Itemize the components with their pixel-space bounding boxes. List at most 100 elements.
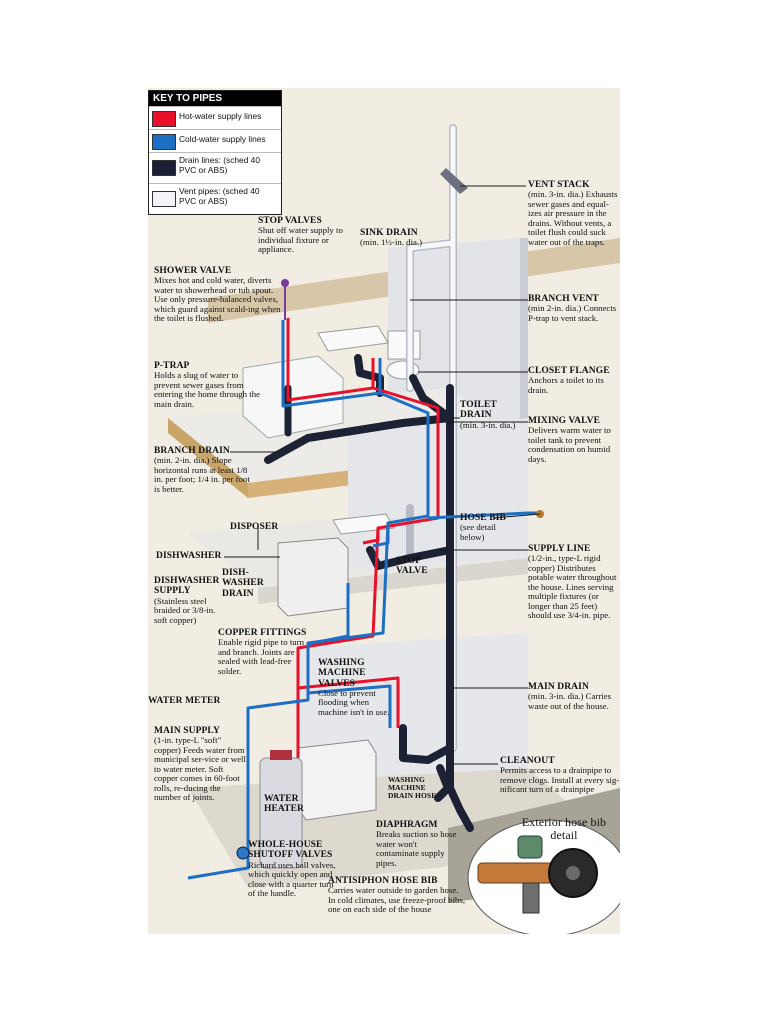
whole-house-shutoff-heading: WHOLE-HOUSE SHUTOFF VALVES (248, 840, 333, 861)
label-copper-fittings: COPPER FITTINGS Enable rigid pipe to tur… (218, 628, 310, 676)
leader-hose-bib (492, 513, 541, 519)
plumbing-illustration: VENT STACK (min. 3-in. dia.) Exhausts se… (148, 88, 620, 934)
drain-key-label: Drain lines: (sched 40 PVC or ABS) (179, 155, 260, 175)
cold-shower-line (281, 320, 381, 408)
label-stop-valve: STOP VALVE (396, 556, 428, 577)
disposer-heading: DISPOSER (230, 522, 279, 532)
hot-washer-line (297, 676, 400, 728)
leader-lines (224, 185, 541, 765)
diaphragm-desc: Breaks suction so hose water won't conta… (376, 829, 457, 868)
bathtub (242, 355, 344, 439)
label-branch-drain: BRANCH DRAIN (min. 2-in. dia.) Slope hor… (154, 446, 256, 494)
label-supply-line: SUPPLY LINE (1/2-in., type-L rigid coppe… (528, 544, 620, 621)
key-row-cold: Cold-water supply lines (149, 129, 281, 152)
supply-line-heading: SUPPLY LINE (528, 544, 591, 554)
label-diaphragm: DIAPHRAGM Breaks suction so hose water w… (376, 820, 462, 868)
hot-water-swatch (152, 111, 176, 127)
dishwasher-supply-heading: DISHWASHER SUPPLY (154, 576, 220, 597)
hot-shower-line (286, 318, 374, 402)
stop-valve-heading: STOP VALVE (396, 556, 428, 577)
dishwasher-heading: DISHWASHER (156, 551, 222, 561)
whole-house-shutoff-desc: Richard uses ball valves, which quickly … (248, 859, 336, 898)
key-title: KEY TO PIPES (149, 91, 281, 106)
toilet-tank (387, 330, 421, 360)
vent-key-label: Vent pipes: (sched 40 PVC or ABS) (179, 186, 260, 206)
label-water-meter: WATER METER (148, 696, 228, 706)
kitchen-drain-pipe (366, 546, 454, 570)
hose-bib-diaphragm-cap (517, 835, 543, 859)
drain-swatch (152, 160, 176, 176)
mixing-valve-heading: MIXING VALVE (528, 416, 601, 426)
cold-kitchen-line (372, 523, 390, 548)
cleanout-heading: CLEANOUT (500, 756, 555, 766)
label-whole-house-shutoff: WHOLE-HOUSE SHUTOFF VALVES Richard uses … (248, 840, 336, 899)
dishwasher-drain-heading: DISH-WASHER DRAIN (222, 568, 264, 599)
sink-drain-desc: (min. 1½-in. dia.) (360, 237, 423, 248)
label-dishwasher-drain: DISH-WASHER DRAIN (222, 568, 270, 599)
key-row-hot: Hot-water supply lines (149, 106, 281, 129)
key-row-drain: Drain lines: (sched 40 PVC or ABS) (149, 152, 281, 183)
cold-water-swatch (152, 134, 176, 150)
branch-drain-heading: BRANCH DRAIN (154, 446, 230, 456)
cold-main-riser (187, 358, 430, 880)
hot-water-key-label: Hot-water supply lines (179, 111, 262, 121)
label-stop-valves: STOP VALVES Shut off water supply to ind… (258, 216, 358, 255)
cleanout-pipe (434, 764, 452, 802)
bathroom-floor-edge (168, 418, 248, 498)
cold-water-key-label: Cold-water supply lines (179, 134, 266, 144)
water-meter-heading: WATER METER (148, 696, 221, 706)
sewer-outlet (446, 784, 474, 832)
toilet-drain-heading: TOILET DRAIN (460, 400, 497, 421)
cold-water-supply (187, 320, 538, 880)
main-supply-heading: MAIN SUPPLY (154, 726, 220, 736)
label-antisiphon-hose-bib: ANTISIPHON HOSE BIB Carries water outsid… (328, 876, 466, 915)
label-vent-stack: VENT STACK (min. 3-in. dia.) Exhausts se… (528, 180, 618, 247)
cold-dishwasher-line (307, 583, 350, 646)
label-cleanout: CLEANOUT Permits access to a drainpipe t… (500, 756, 620, 795)
antisiphon-hose-bib-desc: Carries water outside to garden hose. In… (328, 885, 466, 915)
plumbing-scene (148, 88, 620, 934)
hose-bib-handle-hub (566, 866, 580, 880)
hot-water-supply (286, 318, 440, 758)
label-washing-machine-valves: WASHING MACHINE VALVES Close to prevent … (318, 658, 392, 717)
branch-vent-desc: (min 2-in. dia.) Connects P-trap to vent… (528, 303, 617, 323)
label-p-trap: P-TRAP Holds a slug of water to prevent … (154, 361, 264, 409)
shower-head (281, 279, 289, 287)
hose-bib-detail (467, 819, 620, 934)
dishwasher-box (277, 537, 349, 617)
label-water-heater: WATER HEATER (264, 794, 304, 815)
vent-swatch (152, 191, 176, 207)
label-dishwasher: DISHWASHER (156, 551, 226, 561)
branch-vent-heading: BRANCH VENT (528, 294, 599, 304)
label-shower-valve: SHOWER VALVE Mixes hot and cold water, d… (154, 266, 286, 324)
vent-stack-desc: (min. 3-in. dia.) Exhausts sewer gases a… (528, 189, 618, 247)
closet-flange-desc: Anchors a toilet to its drain. (528, 375, 604, 395)
copper-fittings-heading: COPPER FITTINGS (218, 628, 307, 638)
water-meter-device (236, 846, 250, 860)
copper-fittings-desc: Enable rigid pipe to turn and branch. Jo… (218, 637, 304, 676)
hose-bib-copper-pipe (477, 862, 559, 884)
label-sink-drain: SINK DRAIN (min. 1½-in. dia.) (360, 228, 438, 248)
shower-valve-heading: SHOWER VALVE (154, 266, 232, 276)
toilet-drain-desc: (min. 3-in. dia.) (460, 419, 516, 430)
stop-valves-heading: STOP VALVES (258, 216, 322, 226)
washing-machine-valves-desc: Close to prevent flooding when machine i… (318, 687, 390, 717)
shower-valve-desc: Mixes hot and cold water, diverts water … (154, 275, 281, 324)
stop-valves-desc: Shut off water supply to individual fixt… (258, 225, 343, 255)
cold-washer-line (307, 684, 392, 728)
main-drain-desc: (min. 3-in. dia.) Carries waste out of t… (528, 691, 612, 711)
hose-bib-spout (522, 882, 540, 914)
upper-wall-right (520, 238, 528, 448)
antisiphon-hose-bib-heading: ANTISIPHON HOSE BIB (328, 876, 438, 886)
branch-drain-desc: (min. 2-in. dia.) Slope horizontal runs … (154, 455, 250, 494)
exterior-hose-bib-heading: Exterior hose bib detail (521, 815, 607, 842)
water-heater-heading: WATER HEATER (264, 794, 305, 815)
key-row-vent: Vent pipes: (sched 40 PVC or ABS) (149, 183, 281, 214)
p-trap-desc: Holds a slug of water to prevent sewer g… (154, 370, 261, 409)
label-main-drain: MAIN DRAIN (min. 3-in. dia.) Carries was… (528, 682, 620, 711)
hose-bib-desc: (see detail below) (460, 522, 496, 542)
branch-vent-highlight (407, 240, 456, 271)
roof-vent-cap (440, 168, 468, 194)
supply-line-desc: (1/2-in., type-L rigid copper) Distribut… (528, 553, 617, 621)
main-drain-heading: MAIN DRAIN (528, 682, 589, 692)
